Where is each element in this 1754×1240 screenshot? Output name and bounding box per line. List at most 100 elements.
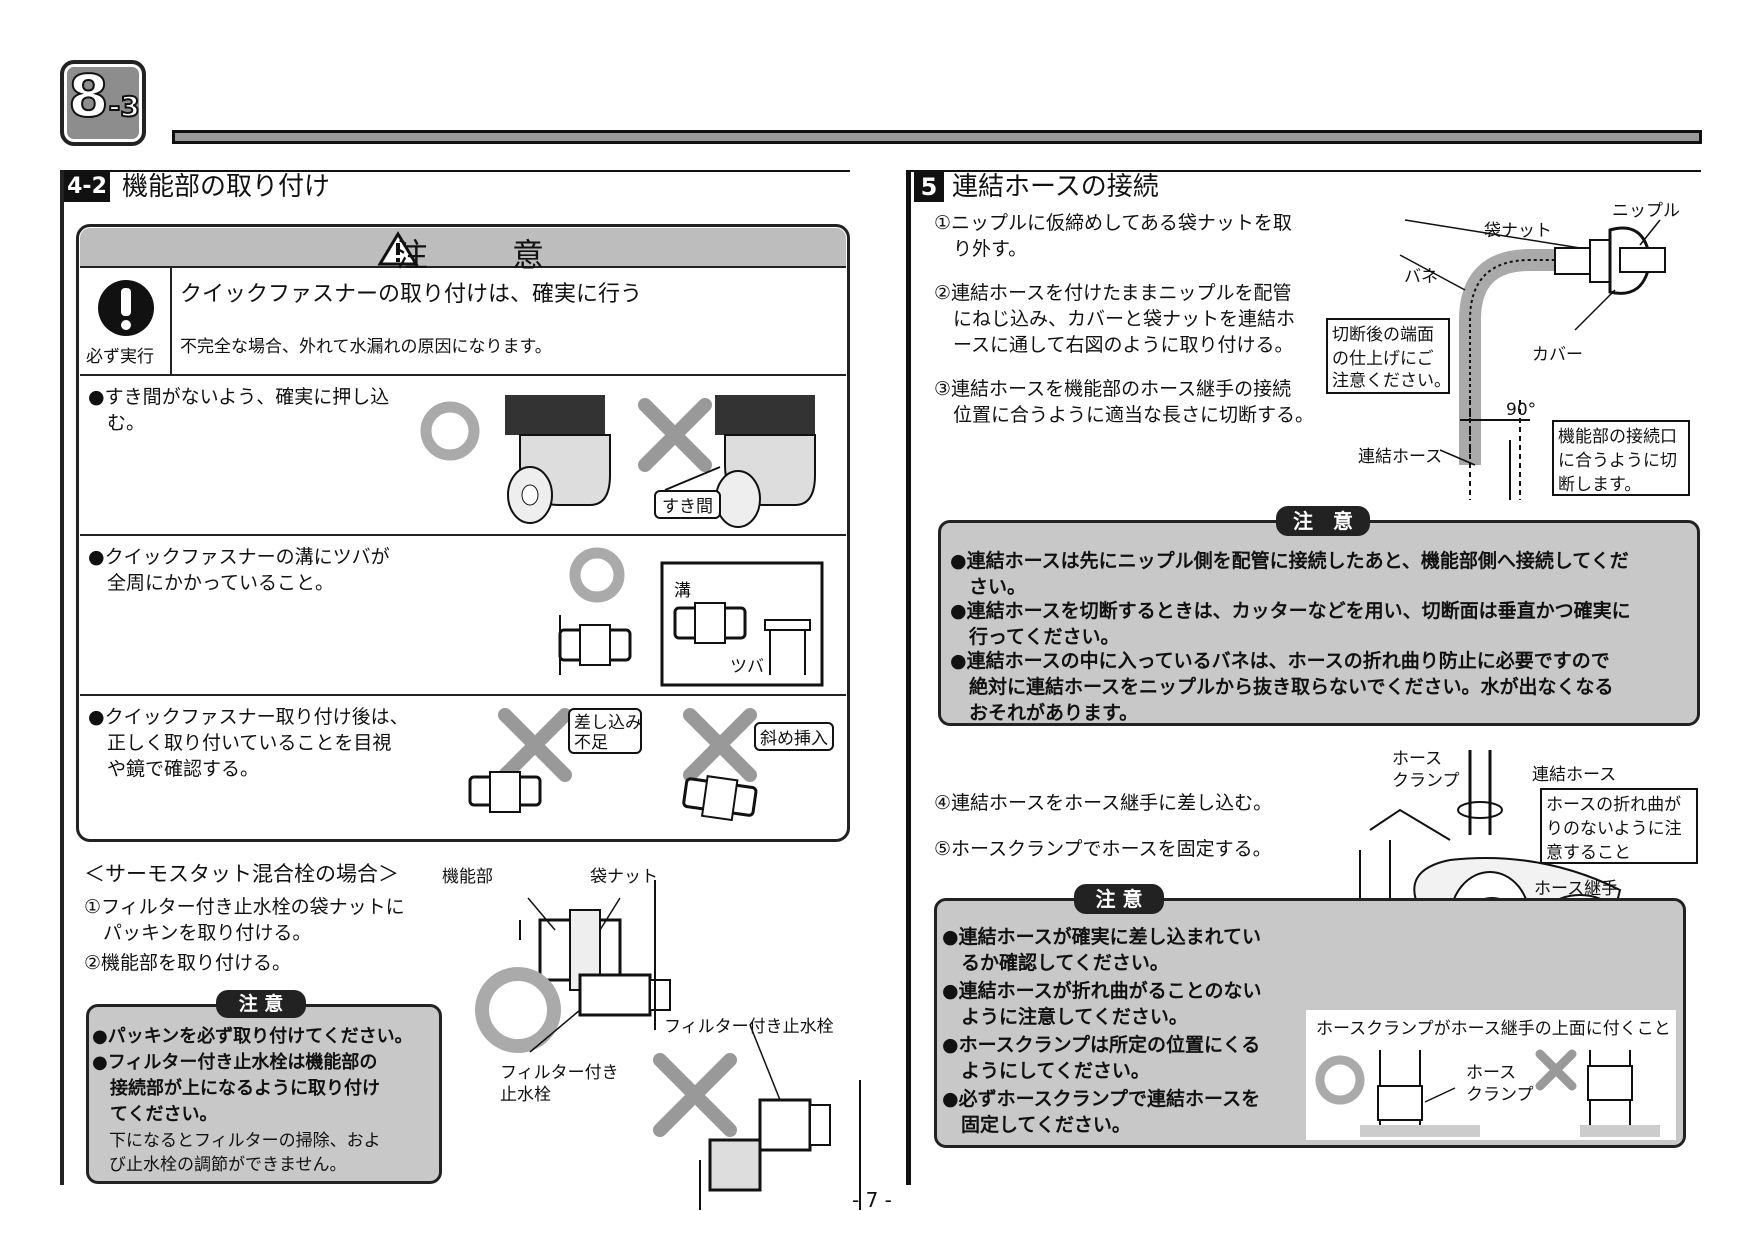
groove-label: 溝 <box>674 581 691 601</box>
hose-step-2c: ースに通して右図のように取り付ける。 <box>934 334 1294 356</box>
bend-note-line-1: ホースの折れ曲が <box>1546 795 1682 815</box>
clamp-note-line-1: ●連結ホースが確実に差し込まれてい <box>942 926 1262 948</box>
column-divider <box>906 170 911 1185</box>
thermostat-step-1b: パッキンを取り付ける。 <box>84 922 312 944</box>
angle-label: 90° <box>1506 400 1537 420</box>
hose-note-line-4: 行ってください。 <box>950 626 1120 648</box>
caution-item-1-line-2: む。 <box>88 412 146 434</box>
groove-flange-illustration <box>558 547 824 687</box>
clamp-position-title: ホースクランプがホース継手の上面に付くこと <box>1316 1019 1671 1039</box>
hose-step-3b: 位置に合うように適当な長さに切断する。 <box>934 404 1315 426</box>
clamp-note-line-8: 固定してください。 <box>942 1114 1131 1136</box>
cut-length-callout <box>1552 420 1690 496</box>
thermostat-note-line-4: てください。 <box>92 1104 218 1125</box>
clamp-position-label-2: クランプ <box>1466 1085 1534 1105</box>
caution-main-text: クイックファスナーの取り付けは、確実に行う <box>180 282 643 307</box>
hose-note-line-2: さい。 <box>950 576 1027 598</box>
clamp-label-1: ホース <box>1392 749 1443 769</box>
hose-step-3: ③連結ホースを機能部のホース継手の接続 <box>934 378 1292 400</box>
mandatory-label: 必ず実行 <box>86 347 154 367</box>
nipple-label: ニップル <box>1612 201 1680 221</box>
thermostat-heading: ＜サーモスタット混合栓の場合＞ <box>84 862 399 886</box>
thermostat-note-title: 注 意 <box>216 990 306 1018</box>
warning-triangle-icon <box>377 231 419 266</box>
hose-note-line-7: おそれがあります。 <box>950 702 1139 724</box>
section-tag-5: 5 <box>914 172 944 202</box>
insufficient-insertion-callout <box>568 708 642 754</box>
section-number: 8-3 <box>67 61 140 131</box>
caution-title: 注 意 <box>395 236 570 274</box>
unit-label: 機能部 <box>442 867 493 887</box>
hose-note-line-6: 絶対に連結ホースをニップルから抜き取らないでください。水が出なくなる <box>950 676 1614 698</box>
caution-item-2-line-2: 全周にかかっていること。 <box>88 572 335 594</box>
thermostat-note-line-5: 下になるとフィルターの掃除、およ <box>92 1131 381 1151</box>
caution-divider-3 <box>80 694 846 696</box>
insufficient-label-1: 差し込み <box>574 713 642 733</box>
mandatory-action-icon <box>98 280 154 336</box>
header-rule <box>172 130 1702 144</box>
thermostat-illustration <box>475 880 861 1210</box>
cut-end-line-1: 切断後の端面 <box>1332 325 1434 345</box>
bend-note-line-3: 意すること <box>1546 843 1631 863</box>
caution-item-2-line-1: ●クイックファスナーの溝にツバが <box>88 546 390 568</box>
hose-note-line-3: ●連結ホースを切断するときは、カッターなどを用い、切断面は垂直かつ確実に <box>950 600 1631 622</box>
cut-length-line-1: 機能部の接続口 <box>1558 427 1677 447</box>
cover-label: カバー <box>1532 345 1583 365</box>
clamp-note-title: 注 意 <box>1074 884 1164 914</box>
section-title-right: 連結ホースの接続 <box>952 172 1159 202</box>
section-rule-right <box>911 170 1701 172</box>
caution-sub-text: 不完全な場合、外れて水漏れの原因になります。 <box>180 337 552 357</box>
bend-note-callout <box>1540 788 1698 864</box>
section-title-left: 機能部の取り付け <box>122 172 331 202</box>
filter-valve-label-b: 止水栓 <box>500 1085 551 1105</box>
clamp-note-line-2: るか確認してください。 <box>942 952 1169 974</box>
thermostat-step-2: ②機能部を取り付ける。 <box>84 952 292 974</box>
hose-note-line-5: ●連結ホースの中に入っているバネは、ホースの折れ曲り防止に必要ですので <box>950 650 1610 672</box>
spring-label: バネ <box>1404 267 1438 287</box>
cut-end-line-2: の仕上げにご <box>1332 349 1434 369</box>
hose-note-title: 注 意 <box>1276 506 1370 536</box>
push-in-illustration <box>420 395 816 528</box>
clamp-position-illustration <box>1315 1049 1660 1137</box>
nut-label-left: 袋ナット <box>590 867 658 887</box>
clamp-note-line-4: ように注意してください。 <box>942 1006 1188 1028</box>
flange-label: ツバ <box>730 657 764 677</box>
caution-item-1-line-1: ●すき間がないよう、確実に押し込 <box>88 386 390 408</box>
clamp-note-line-6: ようにしてください。 <box>942 1060 1150 1082</box>
thermostat-note-line-6: び止水栓の調節ができません。 <box>92 1155 347 1175</box>
hose-label-top: 連結ホース <box>1358 447 1443 467</box>
incorrect-insertion-illustration <box>468 708 758 822</box>
cut-length-line-3: 断します。 <box>1558 475 1642 495</box>
left-margin-line <box>60 170 64 1185</box>
hose-step-1: ①ニップルに仮締めしてある袋ナットを取 <box>934 212 1292 234</box>
page-number: - 7 - <box>852 1188 892 1212</box>
thermostat-step-1: ①フィルター付き止水栓の袋ナットに <box>84 896 405 918</box>
cut-length-line-2: に合うように切 <box>1558 451 1677 471</box>
nut-label-right: 袋ナット <box>1484 221 1552 241</box>
clamp-note-line-7: ●必ずホースクランプで連結ホースを <box>942 1088 1261 1110</box>
caution-divider-1 <box>80 374 846 376</box>
caution-header <box>80 228 846 268</box>
cut-end-callout <box>1326 318 1450 394</box>
hose-step-1b: り外す。 <box>934 238 1028 260</box>
section-badge <box>60 60 146 146</box>
caution-item-3-line-2: 正しく取り付いていることを目視 <box>88 732 392 754</box>
thermostat-note-line-3: 接続部が上になるように取り付け <box>92 1078 380 1099</box>
cut-end-line-3: 注意ください。 <box>1332 371 1451 391</box>
angled-insertion-label: 斜め挿入 <box>754 722 834 751</box>
filter-valve-label-a: フィルター付き <box>500 1063 619 1083</box>
hose-step-2: ②連結ホースを付けたままニップルを配管 <box>934 282 1292 304</box>
hose-step-4: ④連結ホースをホース継手に差し込む。 <box>934 792 1273 814</box>
hose-step-2b: にねじ込み、カバーと袋ナットを連結ホ <box>934 308 1296 330</box>
caution-item-3-line-1: ●クイックファスナー取り付け後は、 <box>88 706 409 728</box>
clamp-note-line-3: ●連結ホースが折れ曲がることのない <box>942 980 1262 1002</box>
insufficient-label-2: 不足 <box>574 733 608 753</box>
thermostat-note-line-1: ●パッキンを必ず取り付けてください。 <box>92 1026 413 1047</box>
hose-label-bottom: 連結ホース <box>1532 765 1617 785</box>
thermostat-note-line-2: ●フィルター付き止水栓は機能部の <box>92 1052 378 1073</box>
caution-divider-2 <box>80 534 846 536</box>
hose-note-line-1: ●連結ホースは先にニップル側を配管に接続したあと、機能部側へ接続してくだ <box>950 550 1629 572</box>
bend-note-line-2: りのないように注 <box>1546 819 1682 839</box>
clamp-position-label-1: ホース <box>1466 1063 1517 1083</box>
clamp-note-line-5: ●ホースクランプは所定の位置にくる <box>942 1034 1261 1056</box>
